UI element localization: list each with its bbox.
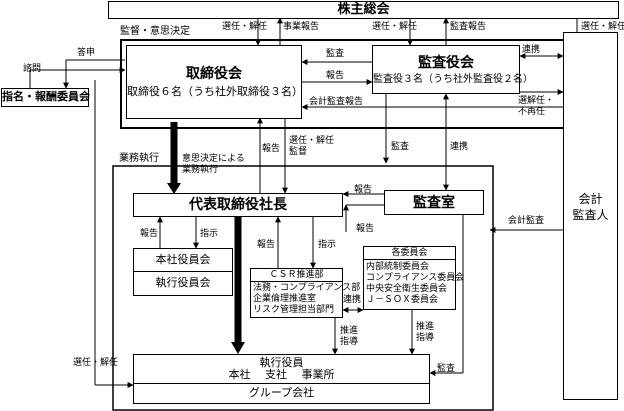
label-report1: 報告 bbox=[326, 71, 345, 81]
label-cooperation2: 連携 bbox=[450, 142, 469, 152]
committees-line3: 中央安全衛生委員会 bbox=[366, 284, 448, 294]
label-direction1: 指示 bbox=[200, 229, 219, 239]
exec-box: 執行役員 本社 支社 事業所 グループ会社 bbox=[133, 354, 430, 404]
exec-divider bbox=[134, 383, 429, 384]
label-cooperation3: 連携 bbox=[343, 295, 362, 305]
committees-box: 各委員会 内部統制委員会 コンプライアンス委員会 中央安全衛生委員会 Ｊ－ＳＯＸ… bbox=[363, 246, 464, 310]
audit-office-box: 監査室 bbox=[384, 190, 484, 215]
label-business-execution: 業務執行 bbox=[119, 153, 159, 164]
label-promote1-a: 推進 bbox=[340, 326, 359, 336]
execution-frame bbox=[112, 165, 494, 411]
label-appoint-dismiss-b: 不再任 bbox=[518, 107, 546, 117]
label-supervision: 監督・意思決定 bbox=[120, 26, 190, 37]
label-audit3: 監査 bbox=[437, 364, 456, 374]
label-direction2: 指示 bbox=[318, 240, 337, 250]
auditor-box: 会計 監査人 bbox=[563, 32, 618, 400]
exec-line2: 本社 支社 事業所 bbox=[228, 368, 335, 381]
label-business-report: 事業報告 bbox=[283, 22, 320, 32]
exec-officers-board-label: 執行役員会 bbox=[155, 276, 211, 289]
label-appoint3: 選任・解任 bbox=[581, 22, 624, 32]
label-report2: 報告 bbox=[262, 144, 281, 154]
label-report4: 報告 bbox=[356, 224, 375, 234]
label-appoint4-a: 選任・解任 bbox=[289, 136, 335, 146]
president-label: 代表取締役社長 bbox=[189, 197, 287, 213]
csr-line2: 企業倫理推進室 bbox=[253, 294, 317, 304]
csr-line3: リスク管理担当部門 bbox=[253, 305, 335, 315]
label-promote1-b: 指導 bbox=[340, 337, 359, 347]
nomination-label: 指名・報酬委員会 bbox=[2, 90, 90, 103]
president-box: 代表取締役社長 bbox=[133, 193, 343, 217]
committees-title: 各委員会 bbox=[391, 248, 428, 258]
label-decision-based-a: 意思決定による bbox=[182, 154, 245, 164]
nomination-box: 指名・報酬委員会 bbox=[1, 88, 90, 107]
board-box: 取締役会 取締役６名（うち社外取締役３名） bbox=[126, 45, 303, 119]
label-answer: 答申 bbox=[77, 48, 96, 58]
audit-office-label: 監査室 bbox=[413, 195, 455, 211]
committees-line2: コンプライアンス委員会 bbox=[366, 273, 465, 283]
officers-board-label: 本社役員会 bbox=[155, 253, 211, 266]
label-cooperation1: 連携 bbox=[522, 45, 541, 55]
audit-board-box: 監査役会 監査役３名（うち社外監査役２名） bbox=[372, 45, 533, 94]
board-sub: 取締役６名（うち社外取締役３名） bbox=[127, 85, 303, 98]
label-promote2-b: 指導 bbox=[416, 333, 435, 343]
label-audit-report: 監査報告 bbox=[450, 22, 487, 32]
csr-divider bbox=[251, 281, 342, 282]
shareholders-box: 株主総会 bbox=[108, 1, 619, 19]
shareholders-label: 株主総会 bbox=[337, 2, 390, 17]
csr-box: ＣＳＲ推進部 法務・コンプライアンス部 企業倫理推進室 リスク管理担当部門 bbox=[250, 268, 360, 318]
audit-board-title: 監査役会 bbox=[418, 55, 474, 71]
label-appoint4-b: 監督 bbox=[289, 147, 308, 157]
board-title: 取締役会 bbox=[186, 66, 242, 82]
label-accounting-audit: 会計監査 bbox=[508, 216, 545, 226]
label-audit2: 監査 bbox=[391, 142, 410, 152]
committees-line4: Ｊ－ＳＯＸ委員会 bbox=[366, 295, 439, 305]
auditor-label-2: 監査人 bbox=[572, 208, 609, 222]
committees-line1: 内部統制委員会 bbox=[366, 262, 430, 272]
audit-board-sub: 監査役３名（うち社外監査役２名） bbox=[373, 74, 533, 85]
label-decision-based-b: 業務執行 bbox=[182, 165, 219, 175]
label-report6: 報告 bbox=[257, 240, 276, 250]
auditor-label-1: 会計 bbox=[578, 192, 603, 206]
label-accounting-audit-report: 会計監査報告 bbox=[309, 97, 364, 107]
csr-title: ＣＳＲ推進部 bbox=[269, 270, 324, 280]
label-report3: 報告 bbox=[354, 185, 373, 195]
label-appoint1: 選任・解任 bbox=[222, 22, 268, 32]
label-report5: 報告 bbox=[140, 229, 159, 239]
label-appoint5: 選任・解任 bbox=[73, 358, 119, 368]
label-promote2-a: 推進 bbox=[416, 322, 435, 332]
committees-divider bbox=[364, 259, 455, 260]
label-appoint2: 選任・解任 bbox=[372, 22, 418, 32]
officers-divider bbox=[134, 271, 232, 272]
officers-boards-box: 本社役員会 執行役員会 bbox=[133, 248, 233, 296]
csr-line1: 法務・コンプライアンス部 bbox=[253, 283, 361, 293]
exec-line1: 執行役員 bbox=[259, 356, 304, 369]
label-consult: 諮問 bbox=[23, 64, 42, 74]
label-appoint-dismiss-a: 選解任・ bbox=[518, 96, 555, 106]
group-label: グループ会社 bbox=[248, 386, 315, 399]
label-audit1: 監査 bbox=[326, 49, 345, 59]
